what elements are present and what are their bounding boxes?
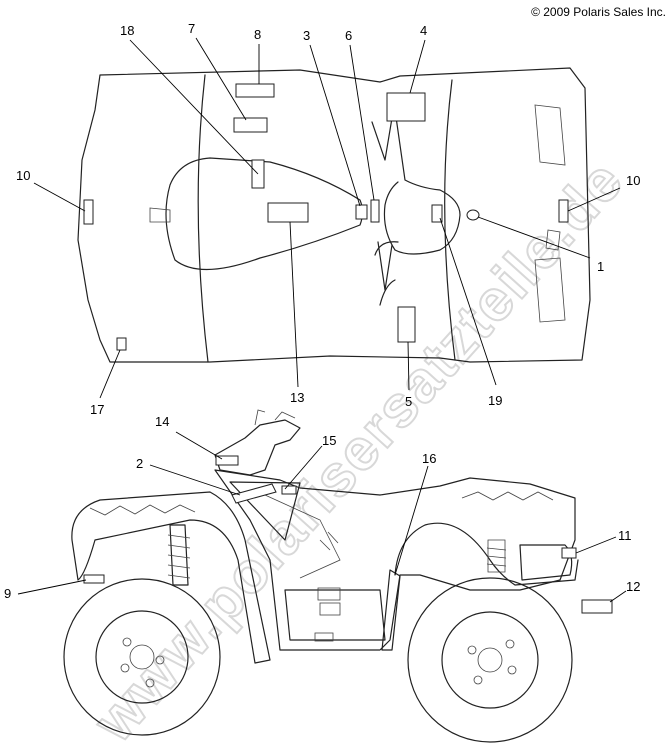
- callout-3: 3: [303, 28, 310, 43]
- decal-5: [397, 306, 416, 343]
- callout-6: 6: [345, 28, 352, 43]
- decal-19: [431, 204, 443, 223]
- decal-15: [281, 485, 297, 495]
- copyright-notice: © 2009 Polaris Sales Inc.: [531, 5, 666, 19]
- callout-19: 19: [488, 393, 502, 408]
- callout-10-rear: 10: [626, 173, 640, 188]
- callout-7: 7: [188, 21, 195, 36]
- callout-2: 2: [136, 456, 143, 471]
- decal-10-rear: [558, 199, 569, 223]
- callout-13: 13: [290, 390, 304, 405]
- callout-8: 8: [254, 27, 261, 42]
- atv-side-view: [17, 409, 627, 743]
- callout-14: 14: [155, 414, 169, 429]
- decal-1: [466, 209, 480, 221]
- decal-3: [355, 204, 368, 220]
- callout-15: 15: [322, 433, 336, 448]
- decal-9: [83, 574, 105, 584]
- callout-18: 18: [120, 23, 134, 38]
- decal-10-front: [83, 199, 94, 225]
- decal-17: [116, 337, 127, 351]
- decal-6: [370, 199, 380, 223]
- decal-14: [215, 455, 239, 466]
- callout-11: 11: [618, 528, 632, 543]
- callout-17: 17: [90, 402, 104, 417]
- callout-4: 4: [420, 23, 427, 38]
- decal-12: [581, 599, 613, 614]
- watermark: www.polarisersatzteile.de: [81, 148, 637, 755]
- callout-labels: 18 7 8 3 6 4 10 10 1 17 13 5 19 14 2 15 …: [4, 21, 640, 601]
- callout-10-front: 10: [16, 168, 30, 183]
- callout-5: 5: [405, 394, 412, 409]
- decal-7: [233, 117, 268, 133]
- callout-16: 16: [422, 451, 436, 466]
- callout-12: 12: [626, 579, 640, 594]
- callout-9: 9: [4, 586, 11, 601]
- atv-top-view: [33, 37, 621, 399]
- decal-13: [267, 202, 309, 223]
- decal-4: [386, 92, 426, 122]
- decal-8: [235, 83, 275, 98]
- decal-11: [561, 547, 577, 559]
- callout-1: 1: [597, 259, 604, 274]
- decal-2: [231, 483, 277, 504]
